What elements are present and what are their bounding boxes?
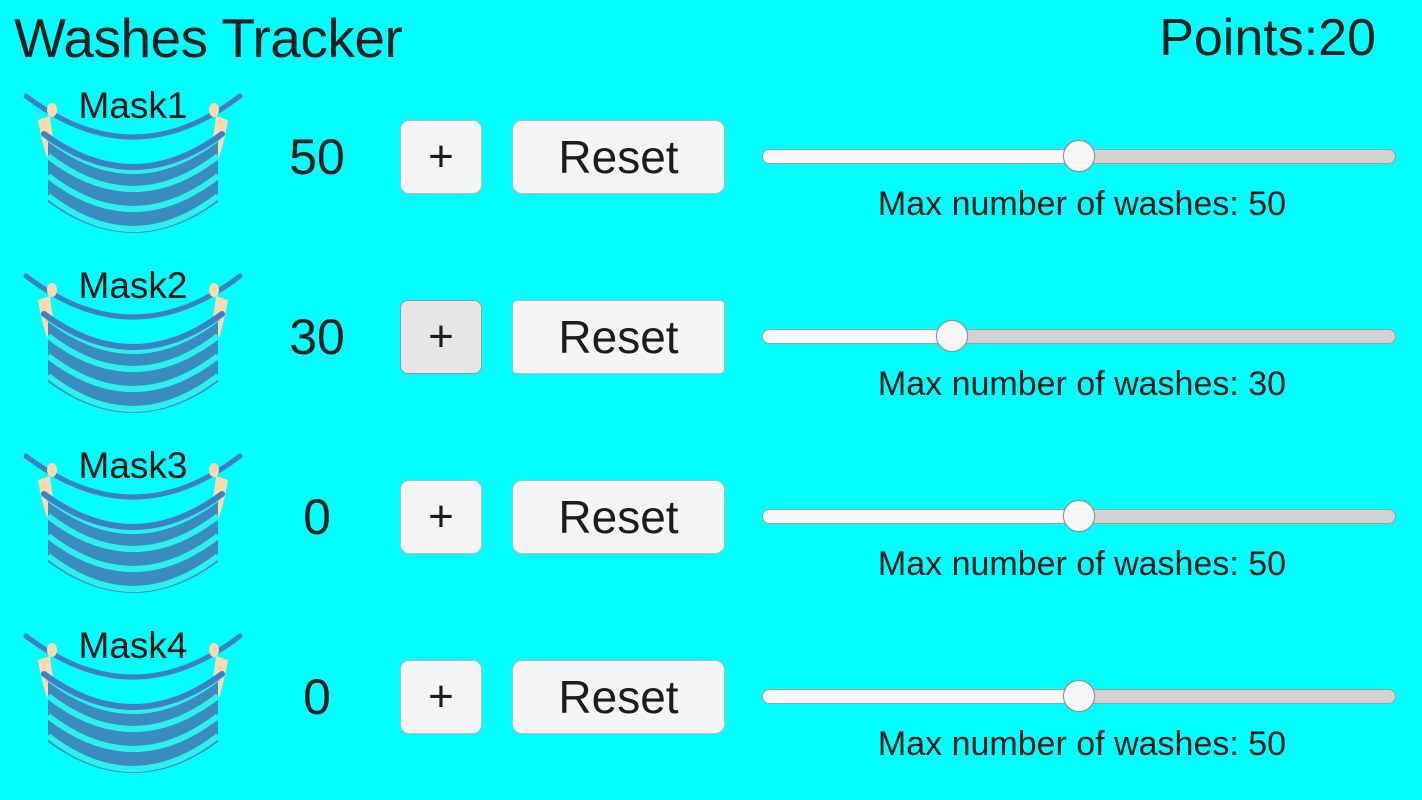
mask-icon-cell: Mask1	[8, 78, 258, 258]
max-washes-slider[interactable]	[762, 680, 1396, 712]
max-washes-caption: Max number of washes: 50	[877, 185, 1287, 223]
page-title: Washes Tracker	[14, 7, 403, 69]
slider-fill	[763, 150, 1079, 163]
increment-button[interactable]: +	[400, 120, 482, 194]
increment-button[interactable]: +	[400, 660, 482, 734]
max-washes-slider-cell: Max number of washes: 50	[752, 78, 1412, 258]
max-washes-slider[interactable]	[762, 140, 1396, 172]
mask-row: Mask1 50 + Reset Max number of washes: 5…	[0, 78, 1422, 258]
increment-button[interactable]: +	[400, 300, 482, 374]
face-mask-icon	[23, 453, 243, 593]
slider-thumb[interactable]	[1063, 500, 1095, 532]
reset-button[interactable]: Reset	[512, 480, 725, 554]
mask-icon-cell: Mask3	[8, 438, 258, 618]
max-washes-slider-cell: Max number of washes: 50	[752, 438, 1412, 618]
wash-count: 0	[303, 669, 331, 725]
max-washes-caption: Max number of washes: 50	[877, 725, 1287, 763]
max-washes-slider[interactable]	[762, 320, 1396, 352]
max-washes-slider-cell: Max number of washes: 50	[752, 618, 1412, 798]
reset-button[interactable]: Reset	[512, 300, 725, 374]
slider-fill	[763, 690, 1079, 703]
slider-fill	[763, 330, 953, 343]
mask-icon-cell: Mask4	[8, 618, 258, 798]
slider-thumb[interactable]	[1063, 680, 1095, 712]
face-mask-icon	[23, 633, 243, 773]
max-washes-slider[interactable]	[762, 500, 1396, 532]
wash-count: 30	[289, 309, 345, 365]
face-mask-icon	[23, 273, 243, 413]
reset-button[interactable]: Reset	[512, 120, 725, 194]
points-counter: Points:20	[1159, 9, 1376, 67]
wash-count: 0	[303, 489, 331, 545]
mask-icon-cell: Mask2	[8, 258, 258, 438]
wash-count: 50	[289, 129, 345, 185]
slider-thumb[interactable]	[936, 320, 969, 352]
mask-row: Mask4 0 + Reset Max number of washes: 50	[0, 618, 1422, 798]
max-washes-slider-cell: Max number of washes: 30	[752, 258, 1412, 438]
app-header: Washes Tracker Points:20	[0, 0, 1422, 78]
face-mask-icon	[23, 93, 243, 233]
max-washes-caption: Max number of washes: 50	[877, 545, 1287, 583]
slider-thumb[interactable]	[1063, 140, 1095, 172]
reset-button[interactable]: Reset	[512, 660, 725, 734]
slider-fill	[763, 510, 1079, 523]
max-washes-caption: Max number of washes: 30	[877, 365, 1287, 403]
mask-row: Mask3 0 + Reset Max number of washes: 50	[0, 438, 1422, 618]
increment-button[interactable]: +	[400, 480, 482, 554]
slider-track[interactable]	[762, 329, 1396, 344]
mask-row: Mask2 30 + Reset Max number of washes: 3…	[0, 258, 1422, 438]
